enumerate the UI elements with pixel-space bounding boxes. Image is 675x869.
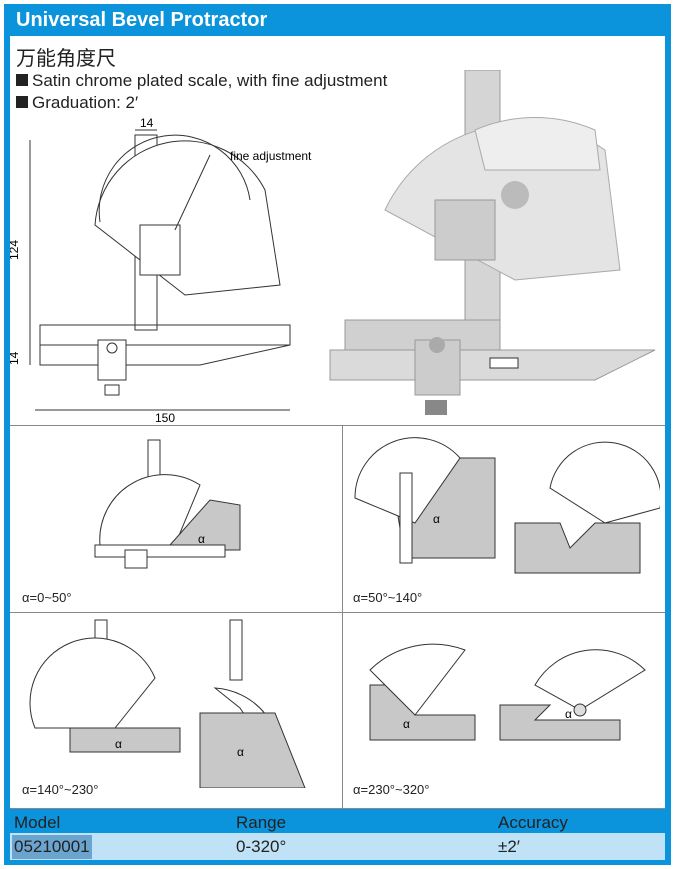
caption: α=50°~140° [353,590,423,605]
feature-item: Graduation: 2′ [16,93,138,113]
table-header [10,812,665,833]
divider [10,612,665,613]
accuracy-cell: ±2′ [498,837,520,856]
technical-drawing: 14 124 14 150 fine adjustment [10,116,312,425]
model-cell: 05210001 [12,835,92,859]
bullet-icon [16,96,28,108]
alpha-label: α [433,512,440,526]
alpha-label: α [403,717,410,731]
table-row [10,833,665,860]
dim-top: 14 [140,116,154,130]
alpha-label: α [115,737,122,751]
alpha-label: α [198,532,205,546]
usage-diagram-230-320: α α [369,643,646,741]
product-photo [329,70,656,415]
divider [10,425,665,426]
caption: α=140°~230° [22,782,99,797]
usage-diagram-140-230: α α [29,619,306,788]
alpha-label: α [237,745,244,759]
chinese-title: 万能角度尺 [16,48,116,70]
usage-diagram-50-140: α [354,437,660,574]
fine-adjustment-callout: fine adjustment [230,149,312,163]
alpha-label: α [565,707,572,721]
feature-item: Satin chrome plated scale, with fine adj… [16,71,387,91]
bullet-icon [16,74,28,86]
usage-diagram-0-50: α [94,439,241,569]
dim-base: 14 [10,351,21,365]
column-header-range: Range [236,813,287,832]
dim-length: 150 [155,411,175,425]
divider [10,808,665,809]
divider [342,425,343,808]
column-header-model: Model [14,813,61,832]
column-header-accuracy: Accuracy [498,813,568,832]
caption: α=0~50° [22,590,72,605]
page-title: Universal Bevel Protractor [16,9,268,31]
dim-height: 124 [10,240,21,260]
caption: α=230°~320° [353,782,430,797]
range-cell: 0-320° [236,837,287,856]
